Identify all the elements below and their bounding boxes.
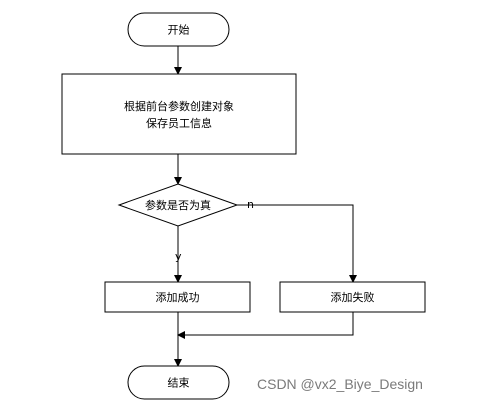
decision-node: 参数是否为真 [117,183,239,227]
process-label-line2: 保存员工信息 [146,116,212,130]
end-node: 结束 [127,365,230,400]
start-node: 开始 [127,12,230,47]
process-label-line1: 根据前台参数创建对象 [124,99,234,113]
edge-label-yes: y [175,250,182,263]
edge-decision-no [237,204,357,283]
success-node: 添加成功 [104,281,251,313]
decision-label: 参数是否为真 [145,198,211,212]
fail-label: 添加失败 [331,290,375,304]
success-label: 添加成功 [156,290,200,304]
process-node: 根据前台参数创建对象 保存员工信息 [61,73,297,155]
watermark-text: CSDN @vx2_Biye_Design [257,376,423,392]
edge-fail-to-merge [177,312,354,339]
end-label: 结束 [168,377,190,390]
fail-node: 添加失败 [279,281,426,313]
start-label: 开始 [168,23,190,37]
edge-label-no: n [247,198,254,211]
